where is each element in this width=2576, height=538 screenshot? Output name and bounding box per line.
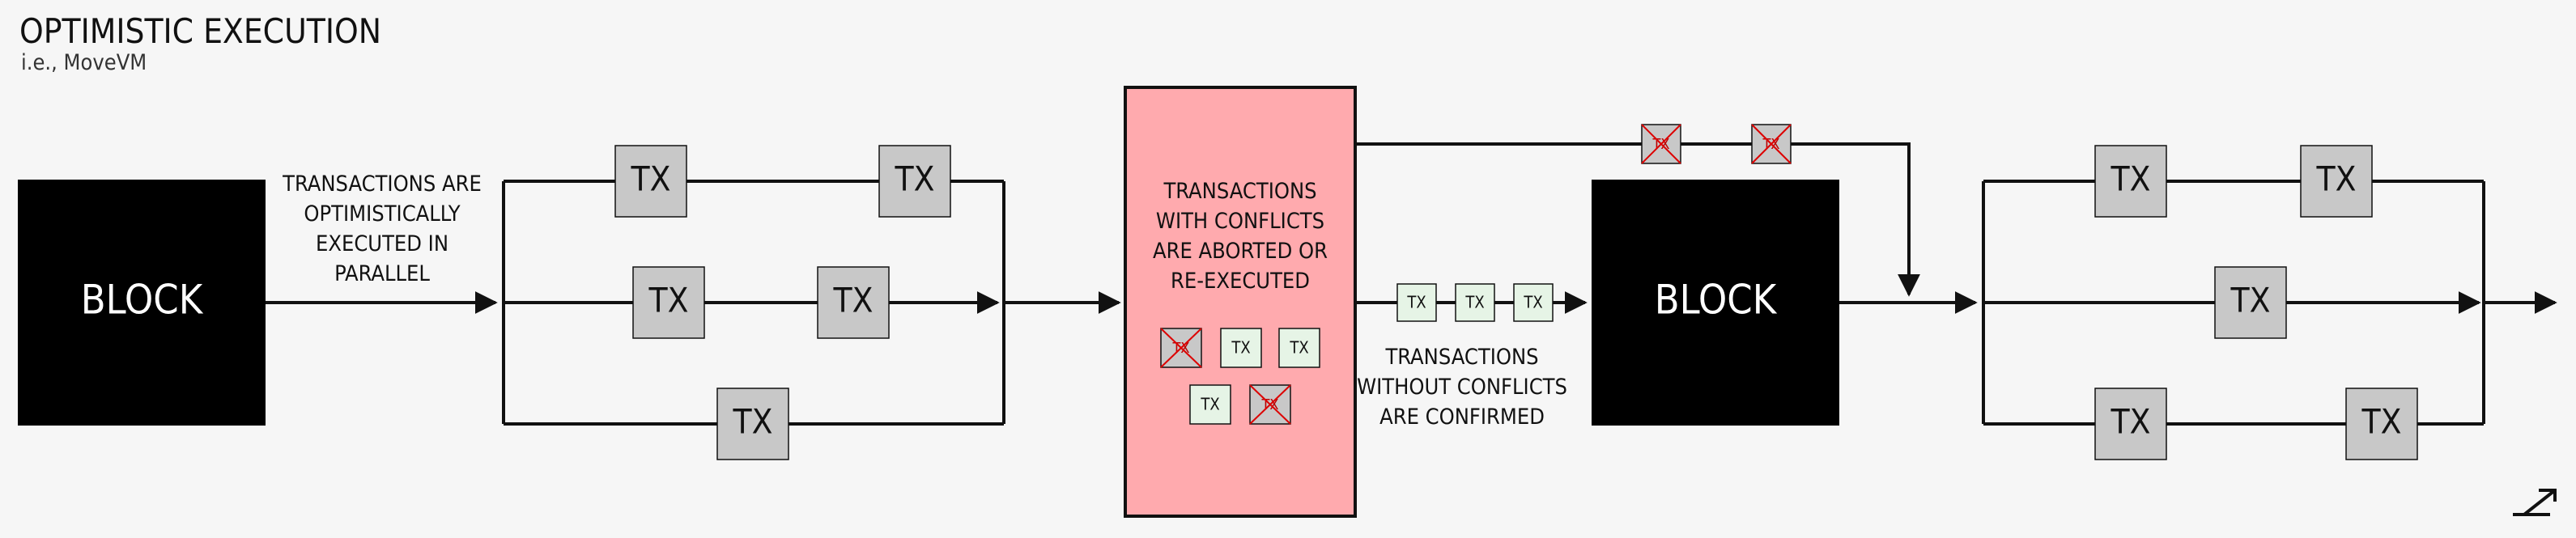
conflict-panel [1124, 86, 1357, 518]
page-title: OPTIMISTIC EXECUTION [19, 11, 381, 51]
tx-ok-label: TX [1289, 338, 1308, 358]
caption-parallel-4: PARALLEL [334, 261, 430, 286]
caption-parallel-1: TRANSACTIONS ARE [282, 172, 482, 197]
tx-box [632, 266, 705, 339]
reexec-tx-group: TX TX [1641, 124, 1792, 164]
caption-confirmed-2: WITHOUT CONFLICTS [1357, 375, 1567, 400]
tx-ok-box [1396, 283, 1437, 322]
tx-ok-box [1455, 283, 1495, 322]
cross-icon [1160, 328, 1202, 368]
caption-confirmed-1: TRANSACTIONS [1384, 345, 1538, 370]
caption-parallel-3: EXECUTED IN [316, 231, 448, 256]
tx-ok-label: TX [1231, 338, 1250, 358]
block-right-label: BLOCK [1655, 277, 1778, 324]
tx-label: TX [2361, 402, 2402, 442]
tx-label: TX [733, 402, 773, 442]
tx-ok-label: TX [1464, 293, 1484, 312]
confirmed-tx-group: TX TX TX [1396, 283, 1554, 322]
tx-box [2094, 145, 2167, 218]
fork2-tx-group: TX TX TX TX TX [2094, 145, 2418, 460]
caption-conflicts-3: ARE ABORTED OR [1153, 239, 1328, 264]
fork1-tx-group: TX TX TX TX TX [614, 145, 951, 460]
caption-conflicts-2: WITH CONFLICTS [1156, 209, 1324, 234]
tx-label: TX [2111, 159, 2151, 199]
tx-box [2094, 388, 2167, 460]
tx-label: TX [2230, 281, 2271, 320]
tx-box [614, 145, 687, 218]
panel-tx-group: TX TX TX TX TX [1160, 328, 1320, 425]
caption-confirmed-3: ARE CONFIRMED [1379, 405, 1545, 430]
tx-box [878, 145, 951, 218]
tx-label: TX [833, 281, 874, 320]
arrow-reexecute-path [1355, 142, 1920, 297]
tx-box [2300, 145, 2373, 218]
block-right [1592, 180, 1839, 426]
block-left [18, 180, 266, 426]
page-subtitle: i.e., MoveVM [21, 50, 147, 75]
cross-icon [1641, 124, 1681, 164]
tx-ok-label: TX [1406, 293, 1426, 312]
tx-box [817, 266, 890, 339]
logo-icon [2513, 489, 2557, 516]
caption-conflicts-1: TRANSACTIONS [1163, 179, 1316, 204]
caption-conflicts-4: RE-EXECUTED [1171, 269, 1310, 294]
tx-box [2214, 266, 2287, 339]
tx-box [716, 388, 789, 460]
tx-ok-box [1513, 283, 1554, 322]
tx-label: TX [648, 281, 689, 320]
tx-ok-label: TX [1523, 293, 1542, 312]
tx-box [2345, 388, 2418, 460]
tx-label: TX [2316, 159, 2357, 199]
tx-ok-box [1278, 328, 1320, 368]
cross-icon [1751, 124, 1792, 164]
tx-label: TX [631, 159, 671, 199]
tx-label: TX [2111, 402, 2151, 442]
tx-label: TX [895, 159, 935, 199]
tx-ok-box [1189, 384, 1231, 425]
cross-icon [1249, 384, 1291, 425]
block-left-label: BLOCK [81, 277, 204, 324]
caption-parallel-2: OPTIMISTICALLY [304, 201, 460, 227]
tx-ok-label: TX [1200, 395, 1219, 414]
tx-ok-box [1220, 328, 1262, 368]
